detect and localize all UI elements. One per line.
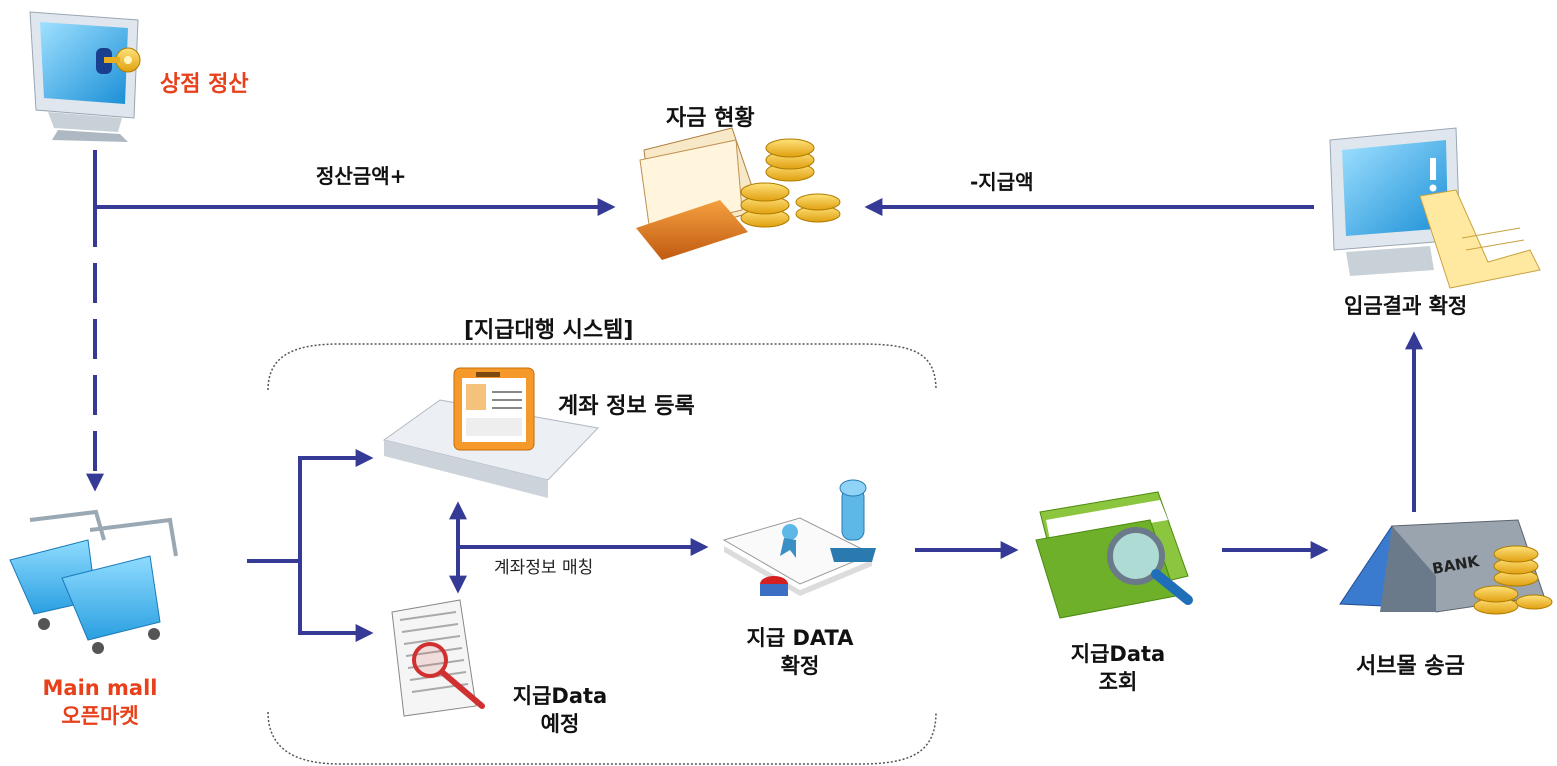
- account-info-register-label: 계좌 정보 등록: [558, 394, 695, 419]
- monitor-receipt-icon: [1329, 127, 1541, 289]
- payment-data-inquiry-label: 지급Data 조회: [1018, 640, 1218, 696]
- payment-data-confirm-line2: 확정: [780, 654, 820, 678]
- folder-coins-icon: [636, 127, 841, 260]
- payment-agent-system-boundary: [267, 343, 937, 765]
- merchant-settlement-label: 상점 정산: [160, 72, 249, 97]
- arrow-to-payment-schedule: [298, 561, 374, 642]
- payment-amount-minus-label: -지급액: [970, 170, 1034, 194]
- bank-coins-icon: [1339, 519, 1553, 615]
- settlement-amount-plus-label: 정산금액+: [316, 164, 407, 188]
- deposit-result-confirm-label: 입금결과 확정: [1344, 294, 1468, 318]
- payment-data-schedule-label: 지급Data 예정: [470, 682, 650, 738]
- account-info-matching-label: 계좌정보 매칭: [494, 558, 594, 578]
- payment-data-inquiry-line2: 조회: [1098, 670, 1138, 694]
- payment-data-confirm-line1: 지급 DATA: [746, 626, 854, 650]
- payment-agent-system-title: [지급대행 시스템]: [464, 318, 634, 343]
- document-magnifier-icon: [391, 599, 485, 717]
- folder-magnifier-icon: [1035, 491, 1193, 619]
- funds-status-label: 자금 현황: [666, 106, 755, 131]
- payment-data-confirm-label: 지급 DATA 확정: [700, 624, 900, 680]
- submall-remittance-label: 서브몰 송금: [1356, 654, 1465, 679]
- flow-arrows: [86, 150, 1423, 642]
- shopping-carts-icon: [9, 509, 178, 654]
- arrow-to-account-register: [298, 449, 374, 561]
- main-mall-label: Main mall 오픈마켓: [20, 674, 180, 730]
- payment-data-inquiry-line1: 지급Data: [1070, 642, 1166, 666]
- main-mall-line2: 오픈마켓: [61, 704, 139, 728]
- monitor-key-icon: [29, 11, 141, 142]
- stamp-certificate-icon: [722, 479, 876, 596]
- id-card-tray-icon: [382, 367, 600, 498]
- payment-data-schedule-line1: 지급Data: [512, 684, 608, 708]
- payment-data-schedule-line2: 예정: [540, 712, 580, 736]
- main-mall-line1: Main mall: [42, 676, 158, 700]
